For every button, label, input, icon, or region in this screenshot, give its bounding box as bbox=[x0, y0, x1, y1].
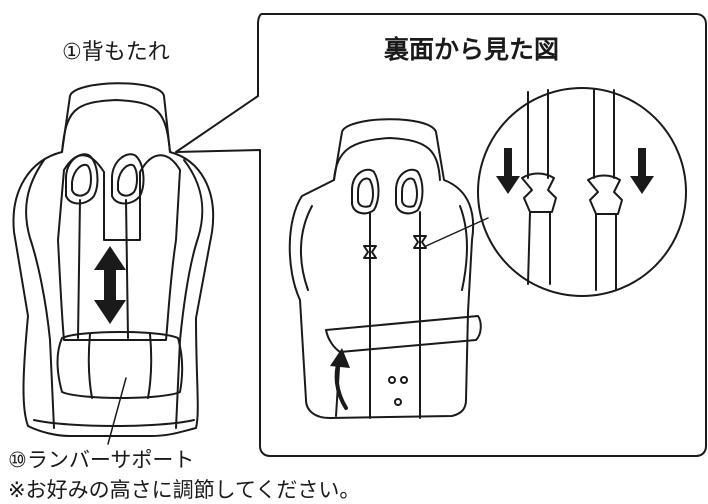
magnified-detail bbox=[477, 87, 687, 297]
curved-arrow-up-icon bbox=[330, 348, 350, 410]
rear-view-callout-frame bbox=[175, 13, 707, 457]
lumbar-support-label: ⑩ランバーサポート bbox=[8, 448, 195, 472]
front-chair-backrest bbox=[12, 82, 215, 445]
double-arrow-vertical-icon bbox=[94, 246, 126, 324]
backrest-label: ①背もたれ bbox=[62, 40, 170, 65]
rear-view-title: 裏面から見た図 bbox=[384, 35, 560, 64]
adjust-height-note: ※お好みの高さに調節してください。 bbox=[8, 478, 361, 502]
rear-chair-backrest bbox=[288, 118, 489, 419]
arrow-down-icon bbox=[496, 148, 654, 194]
